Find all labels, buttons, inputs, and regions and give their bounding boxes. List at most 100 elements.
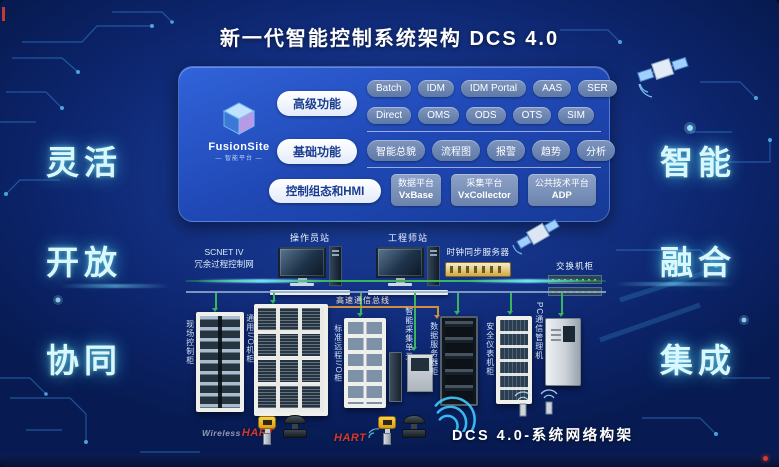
app-idm-portal: IDM Portal bbox=[460, 80, 527, 97]
clock-server-label: 时钟同步服务器 bbox=[446, 247, 510, 257]
operator-station: 操作员站 bbox=[264, 231, 356, 295]
transmitter-icon bbox=[378, 416, 396, 445]
cube-logo-icon bbox=[222, 102, 256, 135]
corner-accent bbox=[763, 456, 768, 461]
control-network-line-a bbox=[186, 280, 606, 282]
platform-name: 数据平台 bbox=[398, 178, 435, 188]
logo-name: FusionSite bbox=[208, 141, 270, 153]
logo-tagline: — 智能平台 — bbox=[215, 156, 263, 162]
platform-adp: 公共技术平台 ADP bbox=[527, 174, 596, 207]
small-tower-icon bbox=[389, 352, 402, 402]
platform-product: ADP bbox=[551, 189, 572, 201]
clock-server-icon bbox=[445, 262, 511, 277]
arrow-icon bbox=[558, 313, 564, 317]
wireless-text: Wireless bbox=[202, 428, 241, 438]
keyword-flexible: 灵活 bbox=[46, 144, 122, 181]
drop-line bbox=[273, 293, 275, 301]
keyword-integrated: 集成 bbox=[660, 342, 736, 379]
drop-line bbox=[561, 293, 563, 314]
bus-line bbox=[289, 306, 437, 308]
app-trend: 趋势 bbox=[532, 140, 570, 161]
drop-line bbox=[215, 293, 217, 308]
platform-name: 公共技术平台 bbox=[534, 178, 589, 188]
app-overview: 智能总貌 bbox=[367, 140, 425, 161]
app-aas: AAS bbox=[533, 80, 572, 97]
antenna-icon bbox=[540, 389, 558, 415]
engineer-station: 工程师站 bbox=[362, 231, 454, 295]
glow-streak bbox=[468, 279, 588, 283]
page-title: 新一代智能控制系统架构 DCS 4.0 bbox=[219, 28, 560, 50]
cabinet-label-field-control: 现场控制柜 bbox=[185, 320, 195, 365]
drop-line bbox=[457, 293, 459, 312]
hart-logo: HART bbox=[334, 427, 383, 444]
fusionsite-logo: FusionSite — 智能平台 — bbox=[195, 101, 283, 162]
advanced-row-1: Batch IDM IDM Portal AAS SER bbox=[367, 80, 617, 97]
diagram-caption: DCS 4.0-系统网络构架 bbox=[452, 428, 634, 444]
arrow-icon bbox=[507, 311, 513, 315]
platform-vxcollector: 采集平台 VxCollector bbox=[451, 174, 518, 207]
station-label: 工程师站 bbox=[387, 233, 428, 243]
switch-cabinet-label: 交换机柜 bbox=[555, 261, 594, 271]
keyword-fusion: 融合 bbox=[660, 244, 736, 281]
panel-divider bbox=[367, 131, 601, 132]
clock-sync-server: 时钟同步服务器 bbox=[436, 246, 520, 277]
app-oms: OMS bbox=[418, 107, 459, 124]
corner-accent bbox=[2, 7, 5, 21]
platform-name: 采集平台 bbox=[466, 178, 503, 188]
station-label: 操作员站 bbox=[289, 233, 330, 243]
hart-text: HART bbox=[334, 432, 367, 444]
app-idm: IDM bbox=[417, 80, 454, 97]
bus-line bbox=[437, 306, 439, 316]
cabinet-label-universal-io: 通用I/O机柜 bbox=[245, 314, 255, 364]
bottom-band bbox=[0, 454, 779, 467]
group-advanced-functions: 高级功能 bbox=[277, 91, 357, 116]
network-desc: 冗余过程控制网 bbox=[194, 258, 254, 269]
keyword-open: 开放 bbox=[46, 244, 122, 281]
signal-waves-icon bbox=[368, 428, 380, 439]
cabinet-label-data-server: 数据服务器柜 bbox=[429, 322, 439, 376]
keyword-intelligent: 智能 bbox=[660, 144, 736, 181]
drop-line bbox=[360, 293, 362, 314]
cabinet-label-smart-acquisition: 智能采集单元 bbox=[404, 307, 414, 361]
basic-row: 智能总貌 流程图 报警 趋势 分析 bbox=[367, 140, 615, 161]
app-analysis: 分析 bbox=[577, 140, 615, 161]
cabinet-label-pc-comm: PC通信管理机 bbox=[534, 302, 544, 361]
platform-product: VxCollector bbox=[458, 189, 511, 201]
app-ods: ODS bbox=[465, 107, 506, 124]
remote-io-cabinet-icon bbox=[344, 318, 386, 408]
universal-io-cabinet-icon bbox=[254, 304, 328, 416]
drop-line bbox=[414, 293, 416, 348]
bus-label: 高速通信总线 bbox=[336, 296, 390, 305]
group-control-hmi: 控制组态和HMI bbox=[269, 179, 381, 203]
field-control-cabinet-icon bbox=[196, 312, 244, 412]
keyword-collaborative: 协同 bbox=[46, 342, 122, 379]
control-valve-icon bbox=[283, 415, 307, 438]
arrow-icon bbox=[270, 300, 276, 304]
app-direct: Direct bbox=[367, 107, 412, 124]
satellite-icon bbox=[637, 56, 689, 98]
arrow-icon bbox=[454, 311, 460, 315]
app-alarm: 报警 bbox=[487, 140, 525, 161]
platform-vxbase: 数据平台 VxBase bbox=[391, 174, 442, 207]
pc-tower-icon bbox=[545, 318, 581, 386]
arrow-icon bbox=[212, 308, 218, 312]
arrow-icon bbox=[411, 347, 417, 351]
app-ser: SER bbox=[578, 80, 617, 97]
transmitter-icon bbox=[258, 416, 276, 445]
acquisition-unit-icon bbox=[407, 354, 433, 392]
app-batch: Batch bbox=[367, 80, 411, 97]
app-ots: OTS bbox=[512, 107, 552, 124]
group-basic-functions: 基础功能 bbox=[277, 139, 357, 164]
workstation-icon bbox=[376, 246, 440, 286]
cabinet-label-safety-system: 安全仪表机柜 bbox=[485, 322, 495, 376]
app-flowchart: 流程图 bbox=[432, 140, 480, 161]
control-network-label: SCNET IV 冗余过程控制网 bbox=[176, 247, 272, 271]
platform-row: 数据平台 VxBase 采集平台 VxCollector 公共技术平台 ADP bbox=[391, 174, 596, 207]
network-name: SCNET IV bbox=[204, 247, 244, 257]
app-sim: SIM bbox=[558, 107, 594, 124]
glow-streak bbox=[60, 284, 170, 288]
control-valve-icon bbox=[402, 415, 426, 438]
desk-icon bbox=[368, 290, 448, 295]
desk-icon bbox=[270, 290, 350, 295]
